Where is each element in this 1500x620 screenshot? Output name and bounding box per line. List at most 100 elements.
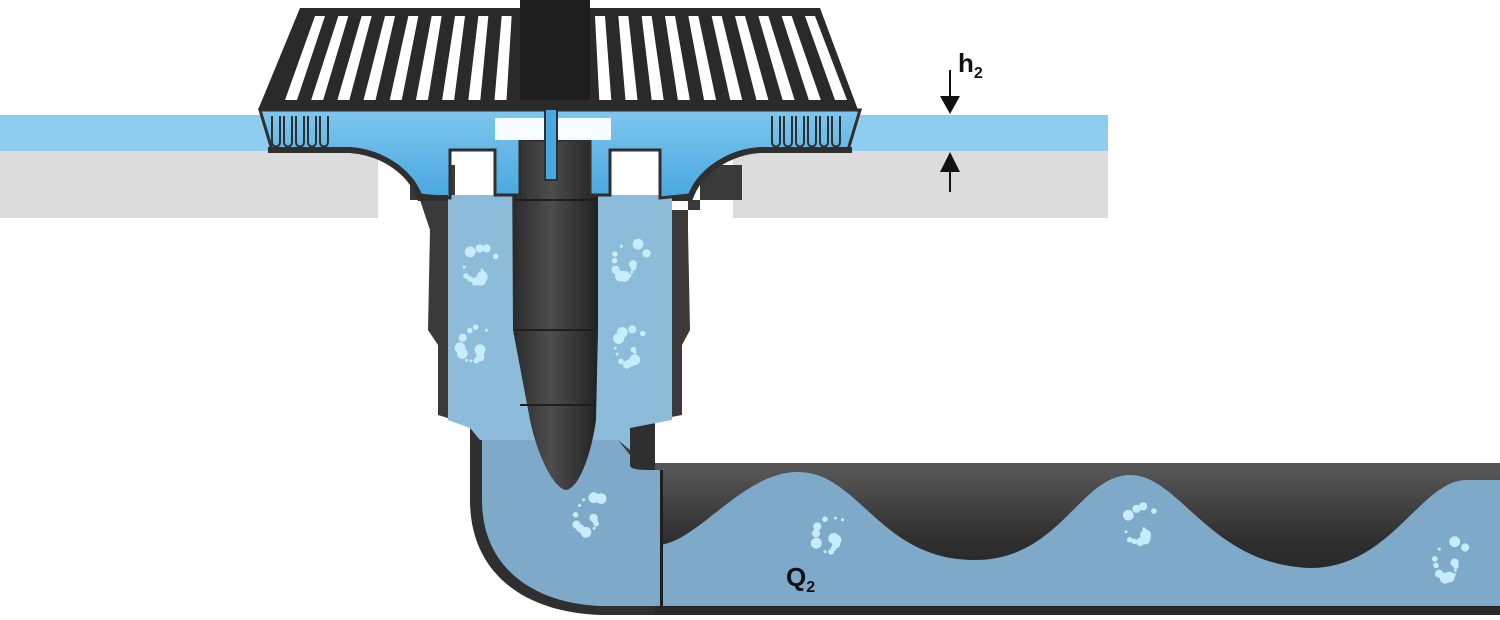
flange-tooth	[319, 116, 329, 148]
air-bubble	[616, 327, 628, 338]
air-bubble	[492, 253, 499, 260]
air-bubble	[618, 358, 624, 365]
air-bubble	[1139, 533, 1151, 545]
air-bubble	[1132, 504, 1141, 513]
air-bubble	[628, 260, 638, 269]
air-bubble	[833, 516, 837, 520]
grate-dome	[258, 0, 858, 110]
air-bubble	[615, 352, 619, 356]
grate-slot	[781, 16, 821, 100]
air-bubble	[632, 238, 644, 250]
air-bubble	[595, 493, 607, 504]
air-bubble	[828, 549, 834, 555]
grate-center-stem	[520, 0, 590, 100]
flange-tooth	[307, 116, 317, 148]
grate-slot	[641, 16, 664, 100]
air-bubble	[1461, 543, 1470, 552]
air-bubble	[1449, 536, 1461, 548]
air-bubble	[1432, 556, 1438, 562]
grate-slot	[758, 16, 795, 100]
air-bubble	[642, 249, 651, 258]
grate-slot	[415, 16, 442, 100]
air-bubble	[813, 522, 822, 531]
air-bubble	[474, 344, 486, 356]
air-bubble	[841, 518, 844, 522]
air-bubble	[462, 265, 466, 269]
air-bubble	[1139, 502, 1148, 511]
flange-tooth	[771, 116, 781, 148]
air-bubble	[628, 325, 637, 334]
air-bubble	[1131, 538, 1138, 545]
air-bubble	[589, 513, 598, 523]
grate-slot	[468, 16, 489, 100]
air-bubble	[482, 271, 486, 274]
air-bubble	[458, 333, 467, 342]
air-bubble	[1439, 572, 1451, 584]
air-bubble	[1452, 573, 1456, 576]
air-bubble	[482, 244, 491, 253]
air-bubble	[463, 273, 469, 279]
air-bubble	[578, 504, 581, 507]
grate-slot	[688, 16, 717, 100]
air-bubble	[622, 360, 631, 369]
roof-water-layer-right	[820, 115, 1108, 151]
h2-label: h2	[958, 48, 983, 82]
air-bubble	[475, 274, 487, 286]
air-bubble	[472, 324, 479, 331]
air-bubble	[1144, 529, 1148, 532]
flange-tooth	[807, 116, 817, 148]
flange-teeth	[271, 116, 841, 148]
air-bubble	[639, 330, 646, 337]
air-bubble	[476, 353, 485, 362]
air-bubble	[1124, 530, 1128, 534]
air-bubble	[1453, 569, 1457, 572]
air-bubble	[830, 534, 842, 546]
air-bubble	[619, 244, 623, 248]
air-bubble	[611, 257, 618, 264]
pipe-elbow	[470, 420, 660, 615]
air-bubble	[1122, 509, 1134, 521]
grate-slot	[805, 16, 847, 100]
roof-slab-left	[0, 150, 378, 218]
roof-slab-right	[733, 150, 1108, 218]
air-bubble	[1142, 527, 1146, 531]
air-bubble	[475, 244, 484, 253]
flange-tooth	[831, 116, 841, 148]
air-bubble	[811, 529, 821, 538]
air-bubble	[469, 359, 473, 363]
air-bubble	[464, 246, 476, 258]
grate-slot	[711, 16, 743, 100]
grate-slot	[285, 16, 325, 100]
grate-slot	[311, 16, 349, 100]
air-bubble	[1450, 558, 1459, 567]
air-bubble	[572, 512, 579, 518]
q2-label: Q2	[786, 562, 815, 596]
air-bubbles	[454, 238, 1470, 584]
central-core-cone	[512, 140, 598, 490]
air-bubble	[465, 358, 469, 362]
h2-dimension: h2	[940, 48, 983, 192]
air-bubble	[630, 346, 637, 353]
grate-slot	[363, 16, 395, 100]
flange-tooth	[783, 116, 793, 148]
air-bubble	[612, 251, 618, 257]
flange-tooth	[795, 116, 805, 148]
air-bubble	[467, 276, 473, 282]
flange-tooth	[819, 116, 829, 148]
air-bubble	[480, 268, 484, 272]
air-bubble	[484, 328, 488, 332]
air-bubble	[810, 537, 822, 549]
flange-tooth	[283, 116, 293, 148]
air-bubble	[580, 526, 592, 538]
air-bubble	[630, 270, 634, 274]
grate-slot	[595, 16, 612, 100]
air-bubble	[582, 498, 586, 502]
air-bubble	[629, 354, 641, 366]
air-bubble	[1437, 547, 1441, 551]
grate-slot	[735, 16, 769, 100]
air-bubble	[1433, 562, 1439, 569]
air-bubble	[822, 516, 828, 522]
air-bubble	[1127, 536, 1133, 543]
air-bubble	[454, 342, 466, 354]
